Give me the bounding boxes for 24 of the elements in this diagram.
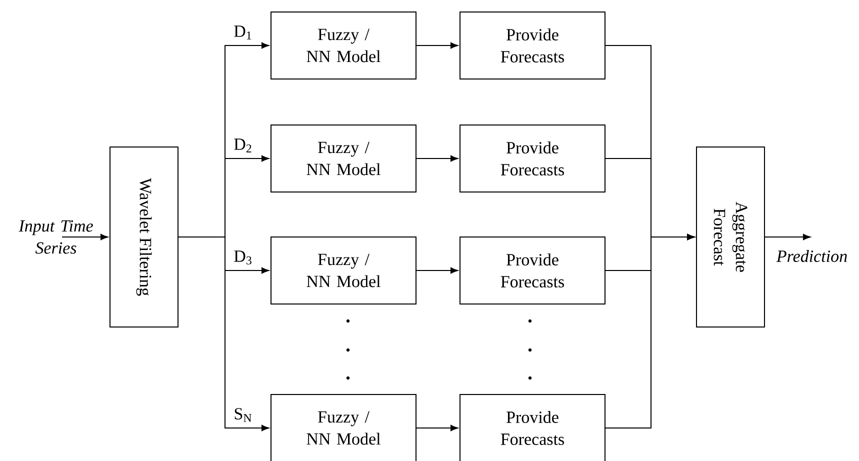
arrow bbox=[178, 236, 269, 432]
process-box: Fuzzy / NN Model bbox=[270, 12, 416, 80]
process-box: Fuzzy / NN Model bbox=[270, 124, 416, 192]
arrow bbox=[605, 234, 695, 428]
arrow bbox=[416, 42, 458, 49]
arrow bbox=[764, 234, 811, 240]
arrow bbox=[416, 424, 458, 432]
arrow bbox=[416, 267, 458, 274]
process-box: Provide Forecasts bbox=[460, 394, 606, 461]
process-box: Fuzzy / NN Model bbox=[270, 236, 416, 304]
edge-label: D$_{3}$ bbox=[234, 250, 252, 264]
edge-label: D$_{2}$ bbox=[234, 138, 252, 152]
process-box: Wavelet Filtering bbox=[110, 146, 178, 328]
arrow bbox=[416, 155, 458, 162]
signal-label: Prediction bbox=[776, 250, 847, 262]
arrow bbox=[100, 234, 108, 240]
process-box: Aggregate Forecast bbox=[696, 146, 765, 328]
edge-label: D$_{1}$ bbox=[234, 26, 252, 40]
process-box: Fuzzy / NN Model bbox=[270, 394, 416, 461]
process-box: Provide Forecasts bbox=[460, 12, 606, 80]
process-box: Provide Forecasts bbox=[460, 124, 606, 192]
edge-label: S$_{N}$ bbox=[234, 408, 252, 422]
process-box: Provide Forecasts bbox=[460, 236, 606, 304]
signal-label: Input Time Series bbox=[18, 220, 93, 254]
